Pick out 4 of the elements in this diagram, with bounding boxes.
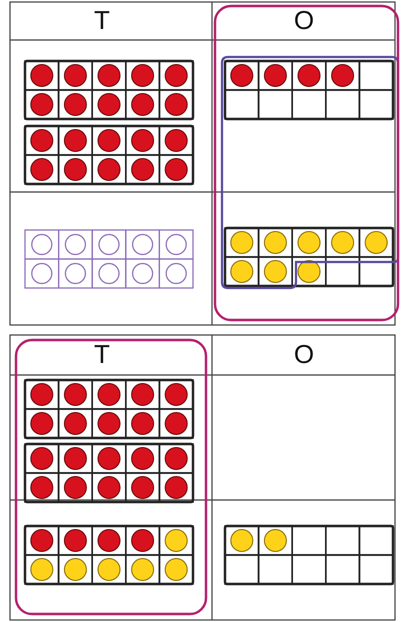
column-header: T <box>93 5 111 35</box>
column-header: O <box>292 5 316 35</box>
column-header: T <box>93 339 111 369</box>
column-header: O <box>292 339 316 369</box>
